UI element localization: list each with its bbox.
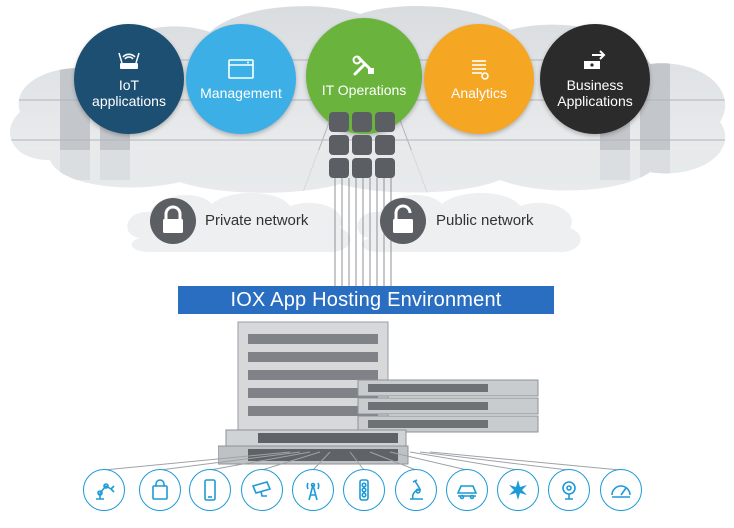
device-mobile-phone bbox=[189, 469, 231, 511]
device-sparkle bbox=[497, 469, 539, 511]
app-label: Analytics bbox=[450, 85, 508, 101]
iox-banner: IOX App Hosting Environment bbox=[178, 286, 554, 314]
grid-cell bbox=[329, 112, 349, 132]
device-security-camera bbox=[241, 469, 283, 511]
public-network-badge bbox=[380, 198, 426, 244]
vehicle-icon bbox=[456, 485, 478, 500]
analytics-icon bbox=[472, 60, 489, 80]
app-management: Management bbox=[186, 24, 296, 134]
grid-cell bbox=[375, 158, 395, 178]
lock-open-icon bbox=[393, 204, 413, 233]
shopping-bag-icon bbox=[152, 479, 168, 500]
gauge-icon bbox=[611, 485, 631, 498]
app-label: Business Applications bbox=[557, 77, 633, 109]
app-iot: IoT applications bbox=[74, 24, 184, 134]
grid-cell bbox=[375, 112, 395, 132]
mobile-phone-icon bbox=[204, 479, 216, 501]
network-hardware bbox=[218, 321, 539, 465]
app-analytics: Analytics bbox=[424, 24, 534, 134]
sparkle-icon bbox=[509, 480, 527, 500]
grid-cell bbox=[352, 158, 372, 178]
device-traffic-light bbox=[343, 469, 385, 511]
robot-arm-icon bbox=[96, 483, 115, 500]
radio-tower-icon bbox=[306, 482, 320, 501]
hosting-grid bbox=[329, 112, 395, 178]
lock-closed-icon bbox=[163, 205, 183, 233]
device-webcam bbox=[548, 469, 590, 511]
grid-cell bbox=[329, 135, 349, 155]
app-label: IT Operations bbox=[321, 82, 407, 98]
device-shopping-bag bbox=[139, 469, 181, 511]
grid-cell bbox=[352, 135, 372, 155]
app-label: IoT applications bbox=[92, 77, 166, 109]
device-radio-tower bbox=[292, 469, 334, 511]
traffic-light-icon bbox=[359, 479, 369, 501]
private-network-badge bbox=[150, 198, 196, 244]
device-gauge bbox=[600, 469, 642, 511]
private-network-label: Private network bbox=[205, 212, 309, 229]
grid-cell bbox=[375, 135, 395, 155]
public-network-label: Public network bbox=[436, 212, 534, 229]
app-label: Management bbox=[200, 85, 282, 101]
tools-icon bbox=[352, 55, 374, 76]
device-robot-arm bbox=[83, 469, 125, 511]
grid-cell bbox=[329, 158, 349, 178]
business-transfer-icon bbox=[584, 50, 606, 69]
grid-cell bbox=[352, 112, 372, 132]
webcam-icon bbox=[562, 481, 576, 500]
device-connector-lines bbox=[103, 451, 621, 471]
microscope-icon bbox=[410, 479, 423, 500]
security-camera-icon bbox=[251, 481, 272, 497]
wifi-router-icon bbox=[118, 52, 140, 69]
app-business: Business Applications bbox=[540, 24, 650, 134]
browser-window-icon bbox=[228, 59, 254, 79]
device-microscope bbox=[395, 469, 437, 511]
device-vehicle bbox=[446, 469, 488, 511]
